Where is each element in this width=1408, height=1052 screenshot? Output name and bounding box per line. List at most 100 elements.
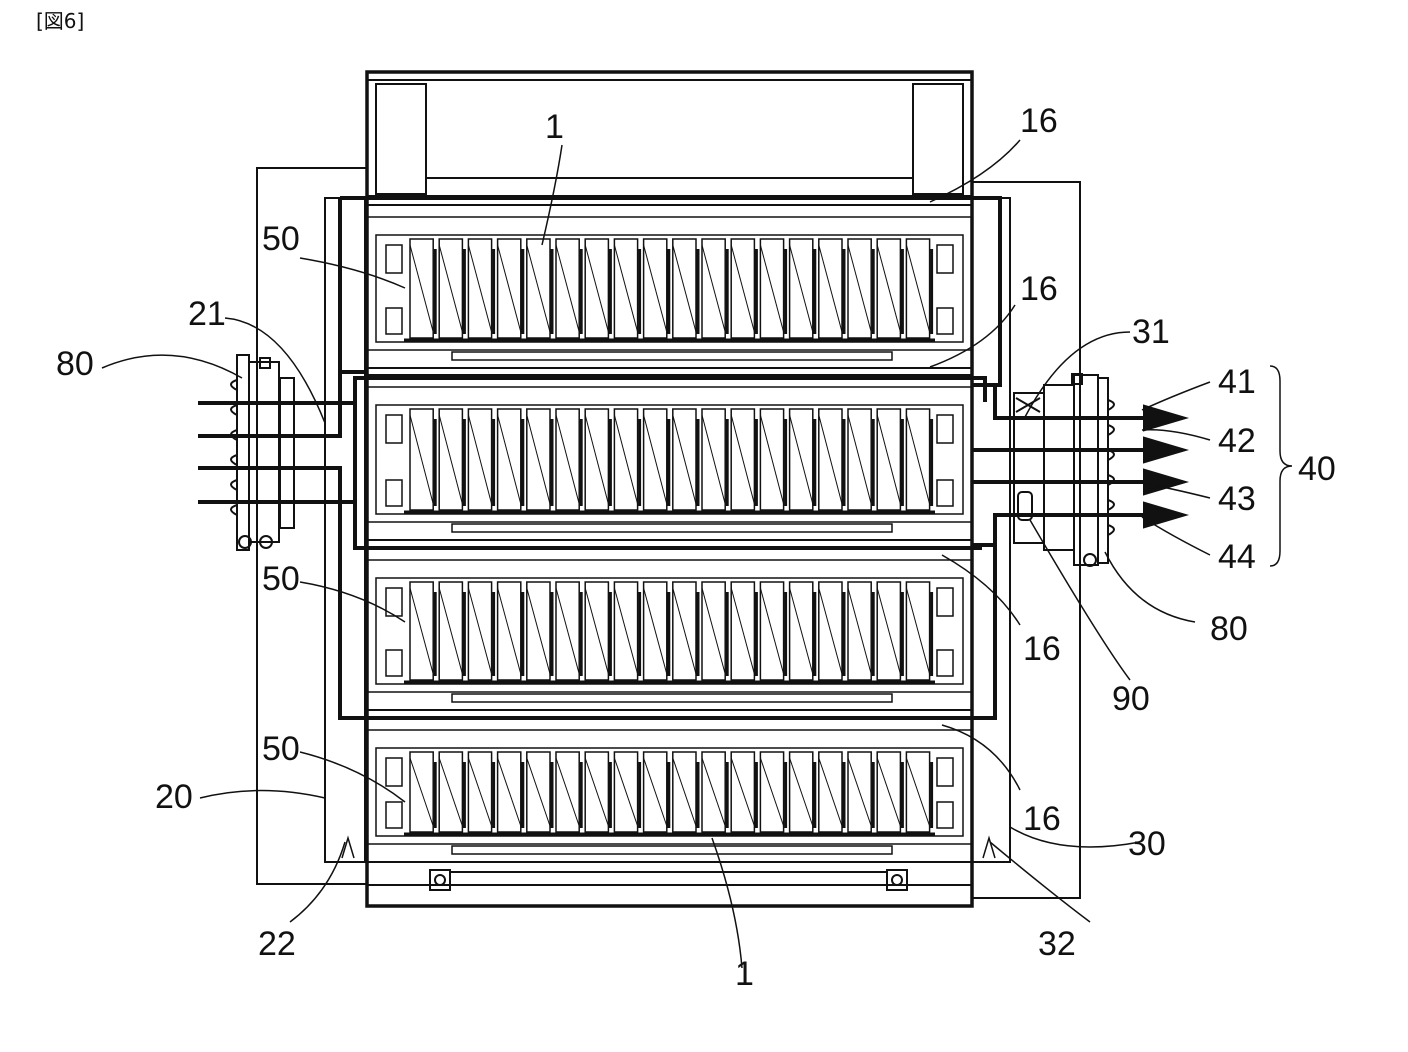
cell-hatch [410,415,433,504]
cell-hatch [614,245,637,332]
inlet-duct [257,168,367,884]
cell-hatch [877,415,900,504]
module-layer [367,718,972,862]
cell-hatch [906,415,929,504]
cell-hatch [439,588,462,674]
end-block [386,415,402,443]
label-seal-left: 80 [56,345,94,383]
cell-hatch [760,245,783,332]
flow-path [340,198,367,372]
cell-hatch [556,758,579,826]
label-outlet-chamber: 32 [1038,925,1076,963]
label-outlet-port: 31 [1132,313,1170,351]
outlet-flange [1014,374,1114,566]
chamber-arrows [342,838,995,858]
cell-hatch [585,245,608,332]
cell-hatch [585,758,608,826]
end-block [937,650,953,676]
cell-hatch [731,758,754,826]
cell-hatch [877,245,900,332]
cell-hatch [410,588,433,674]
cell-hatch [614,415,637,504]
cell-hatch [790,588,813,674]
module-layer [367,205,972,368]
base-rail [452,694,892,702]
end-block [937,588,953,616]
end-block [386,308,402,334]
end-block [937,480,953,506]
label-out-2: 42 [1218,422,1256,460]
end-block [386,758,402,786]
cell-hatch [760,415,783,504]
inlet-flange [231,355,294,550]
end-block [937,758,953,786]
label-out-4: 44 [1218,538,1256,576]
end-block [937,415,953,443]
label-inlet-port: 21 [188,295,226,333]
label-seal-right: 80 [1210,610,1248,648]
label-spacer-3: 16 [1023,630,1061,668]
module-layer [367,375,972,540]
end-block [386,802,402,828]
end-block [937,245,953,273]
label-holder-3: 50 [262,730,300,768]
cell-hatch [906,245,929,332]
cell-hatch [906,588,929,674]
cell-hatch [585,588,608,674]
cell-hatch [644,758,667,826]
cell-hatch [439,415,462,504]
cell-hatch [819,758,842,826]
cell-hatch [731,415,754,504]
mounting-bolts [430,870,907,890]
cell-hatch [644,415,667,504]
cell-hatch [819,415,842,504]
cell-hatch [527,415,550,504]
label-spacer-4: 16 [1023,800,1061,838]
cell-hatch [848,588,871,674]
cell-hatch [673,588,696,674]
cell-hatch [468,245,491,332]
cell-hatch [790,758,813,826]
end-block [386,480,402,506]
end-block [386,245,402,273]
module-stack [367,205,972,862]
module-layer [367,548,972,710]
cell-hatch [527,245,550,332]
cell-hatch [673,415,696,504]
cell-hatch [906,758,929,826]
cell-hatch [585,415,608,504]
cell-hatch [702,758,725,826]
label-out-3: 43 [1218,480,1256,518]
cell-hatch [439,245,462,332]
cell-hatch [702,415,725,504]
cell-hatch [410,758,433,826]
cell-hatch [790,415,813,504]
cell-hatch [556,245,579,332]
cell-hatch [731,588,754,674]
cell-hatch [848,758,871,826]
base-rail [452,846,892,854]
cell-hatch [877,758,900,826]
figure-caption: [図6] [36,9,84,33]
cell-hatch [498,245,521,332]
cell-hatch [819,245,842,332]
label-holder-2: 50 [262,560,300,598]
label-out-1: 41 [1218,363,1256,401]
cell-hatch [468,588,491,674]
cell-hatch [498,758,521,826]
end-block [386,650,402,676]
label-cell-top: 1 [545,108,564,146]
label-spacer-1: 16 [1020,102,1058,140]
cell-hatch [644,245,667,332]
cell-hatch [760,588,783,674]
cell-hatch [702,588,725,674]
cell-hatch [702,245,725,332]
cell-hatch [527,758,550,826]
cell-hatch [410,245,433,332]
label-cell-bottom: 1 [735,955,754,993]
flow-path [367,378,985,402]
cell-hatch [614,758,637,826]
cell-hatch [439,758,462,826]
label-sensor: 90 [1112,680,1150,718]
